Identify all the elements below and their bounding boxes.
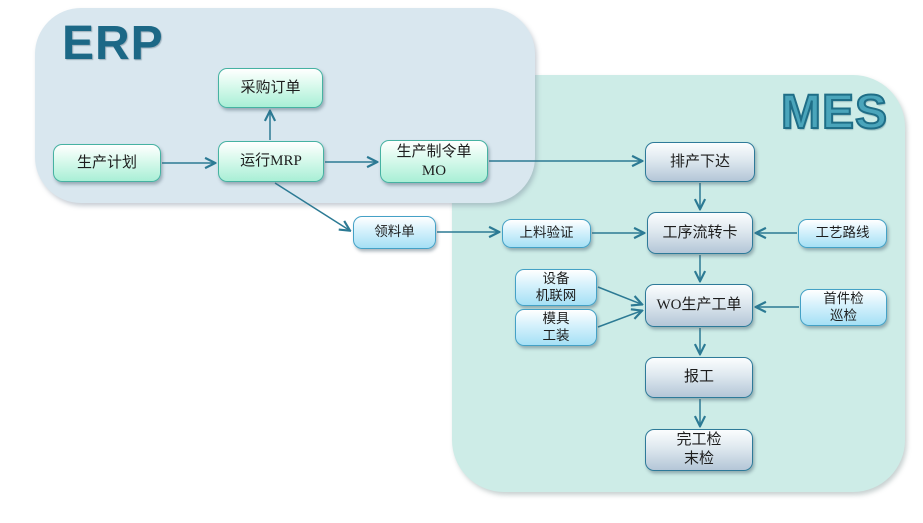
production-plan-node: 生产计划	[53, 144, 161, 182]
material-requisition-node: 领料单	[353, 216, 436, 249]
node-label: 工序流转卡	[662, 224, 738, 241]
wo-production-order-node: WO生产工单	[645, 284, 753, 327]
node-label: 生产计划	[76, 154, 137, 171]
node-label: 排产下达	[669, 153, 730, 170]
node-label: 工装	[542, 327, 570, 343]
equipment-iot-node: 设备机联网	[515, 269, 597, 306]
process-flow-card-node: 工序流转卡	[647, 212, 753, 254]
first-article-inspection-node: 首件检巡检	[800, 289, 887, 326]
completion-inspection-node: 完工检末检	[645, 429, 753, 471]
node-label: 巡检	[830, 307, 857, 323]
node-label: 工艺路线	[815, 225, 870, 241]
node-label: 末检	[683, 451, 714, 467]
run-mrp-node: 运行MRP	[218, 141, 324, 182]
node-label: 完工检	[676, 432, 722, 449]
process-route-node: 工艺路线	[798, 219, 887, 248]
node-label: 领料单	[374, 224, 415, 240]
node-label: 模具	[542, 310, 570, 326]
work-report-node: 报工	[645, 357, 753, 398]
node-label: 上料验证	[519, 225, 574, 241]
erp-region-title: ERP	[62, 17, 164, 70]
node-label: 运行MRP	[240, 153, 302, 170]
mes-region-title: MES	[780, 86, 888, 139]
node-label: 机联网	[535, 287, 577, 303]
purchase-order-node: 采购订单	[218, 68, 323, 108]
node-label: 生产制令单	[396, 143, 472, 160]
mold-tooling-node: 模具工装	[515, 309, 597, 346]
schedule-release-node: 排产下达	[645, 142, 755, 182]
node-label: 设备	[542, 270, 570, 286]
node-label: 首件检	[823, 290, 864, 306]
node-label: MO	[421, 162, 447, 179]
node-label: WO生产工单	[656, 297, 742, 314]
loading-verification-node: 上料验证	[502, 219, 591, 248]
production-order-mo-node: 生产制令单 MO	[380, 140, 488, 183]
node-label: 采购订单	[240, 79, 301, 96]
node-label: 报工	[683, 369, 714, 386]
